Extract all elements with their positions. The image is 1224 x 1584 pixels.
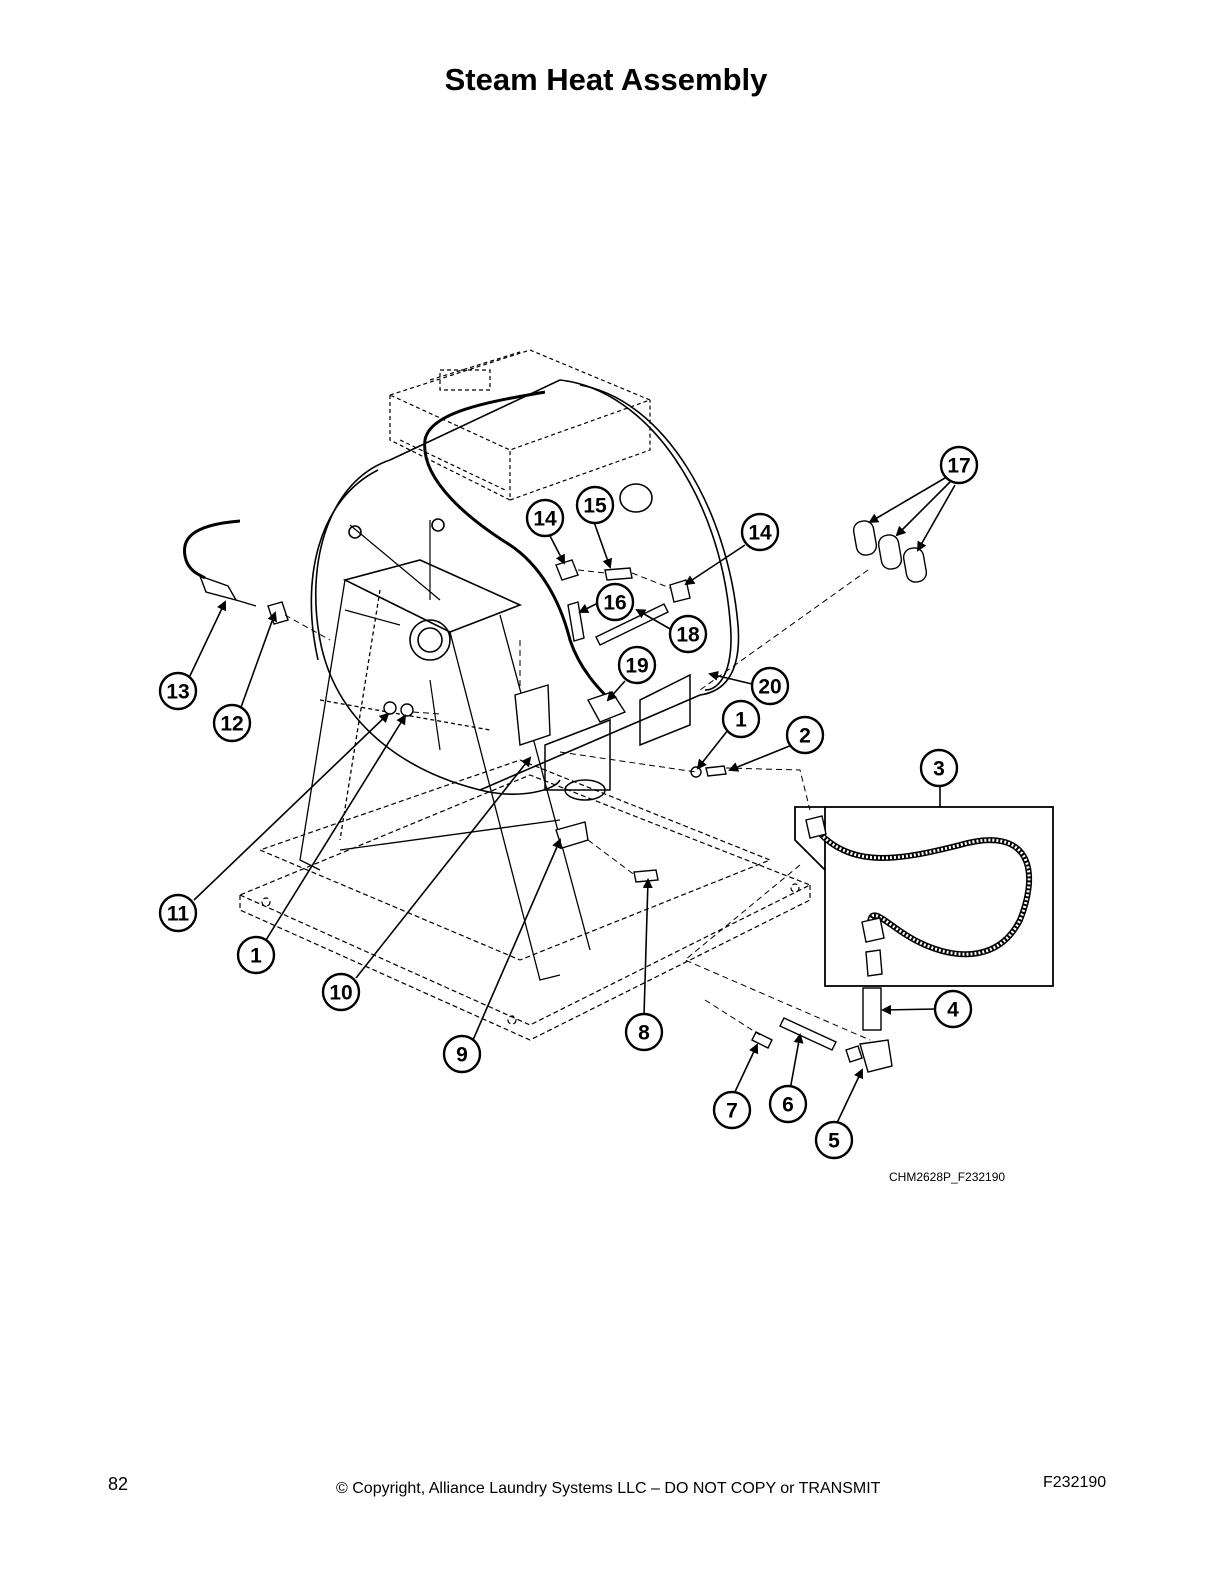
control-box: [388, 349, 652, 501]
callout-8: 8: [638, 1022, 650, 1045]
callout-12: 12: [220, 713, 243, 736]
callout-circle: [814, 1120, 854, 1160]
steam-coil-box: [544, 673, 691, 801]
callout-5: 5: [828, 1130, 840, 1153]
callout-9: 9: [456, 1044, 468, 1067]
callout-circle: [236, 935, 276, 975]
callout-19: 19: [625, 655, 648, 678]
callout-17: 17: [947, 455, 970, 478]
footer-page-number: 82: [108, 1474, 129, 1494]
callout-circles: [158, 445, 979, 1160]
parts: [198, 520, 928, 1073]
assembly-lines: [284, 569, 871, 1041]
inset-pointer: [794, 806, 826, 871]
callout-circle: [919, 748, 959, 788]
footer-copyright: © Copyright, Alliance Laundry Systems LL…: [336, 1480, 881, 1497]
callout-4: 4: [947, 999, 959, 1022]
callout-circle: [721, 699, 761, 739]
sensor-cable: [183, 519, 241, 580]
callout-circle: [939, 445, 979, 485]
callout-circle: [624, 1012, 664, 1052]
callout-1-right: 1: [735, 709, 747, 732]
callout-circle: [712, 1090, 752, 1130]
callout-1-left: 1: [250, 945, 262, 968]
callout-16: 16: [603, 592, 626, 615]
callout-15: 15: [583, 495, 607, 518]
callout-circle: [668, 614, 708, 654]
callout-10: 10: [329, 982, 352, 1005]
callout-circle: [617, 645, 657, 685]
callout-circle: [158, 671, 198, 711]
callout-2: 2: [799, 725, 811, 748]
callout-circle: [525, 498, 565, 538]
callout-circle: [740, 512, 780, 552]
footer-doc-number: F232190: [1043, 1474, 1107, 1491]
callout-circle: [785, 715, 825, 755]
callout-circle: [768, 1084, 808, 1124]
callout-circle: [750, 666, 790, 706]
callout-6: 6: [782, 1094, 794, 1117]
callout-11: 11: [167, 903, 190, 926]
hose-inset-box: [824, 806, 1054, 987]
drum: [310, 379, 740, 795]
figure-id: CHM2628P_F232190: [889, 1170, 1006, 1184]
flexible-hose: [812, 826, 1033, 958]
callout-circle: [933, 989, 973, 1029]
leader-lines: [187, 477, 956, 1126]
callout-circle: [321, 972, 361, 1012]
callout-13: 13: [166, 681, 189, 704]
callout-18: 18: [676, 624, 700, 647]
callout-circle: [442, 1034, 482, 1074]
control-wire: [423, 390, 612, 702]
callout-circle: [212, 703, 252, 743]
base: [238, 759, 812, 1041]
callout-7: 7: [726, 1100, 738, 1123]
callout-14-right: 14: [748, 522, 772, 545]
sensor-tip: [235, 599, 257, 607]
callout-14-left: 14: [533, 508, 557, 531]
callout-circle: [595, 582, 635, 622]
callout-20: 20: [758, 676, 781, 699]
callout-3: 3: [933, 758, 945, 781]
callout-circle: [575, 485, 615, 525]
page-title: Steam Heat Assembly: [444, 62, 768, 97]
callout-circle: [158, 893, 198, 933]
